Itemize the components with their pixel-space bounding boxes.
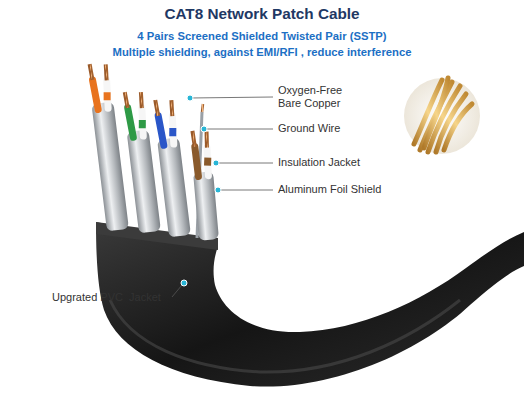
twisted-pair xyxy=(189,129,219,240)
twisted-pair xyxy=(87,62,129,231)
part-label: Aluminum Foil Shield xyxy=(278,183,418,196)
title: CAT8 Network Patch Cable xyxy=(0,5,524,23)
leader-lines xyxy=(172,97,273,297)
ground-wire-tip xyxy=(202,104,203,112)
subtitle: Multiple shielding, against EMI/RFI , re… xyxy=(0,46,524,60)
twisted-pair xyxy=(122,90,161,234)
twisted-pair xyxy=(152,98,191,238)
part-label: Ground Wire xyxy=(278,122,398,135)
pvc-jacket xyxy=(96,222,524,387)
subtitle: 4 Pairs Screened Shielded Twisted Pair (… xyxy=(0,30,524,44)
leader-dots xyxy=(181,95,221,286)
part-label: Insulation Jacket xyxy=(278,156,398,169)
jacket-highlight xyxy=(110,300,460,372)
copper-inset xyxy=(404,78,480,154)
part-label: Oxygen-Free Bare Copper xyxy=(278,84,358,110)
part-label: Upgrated PVC Jacket xyxy=(52,291,172,304)
